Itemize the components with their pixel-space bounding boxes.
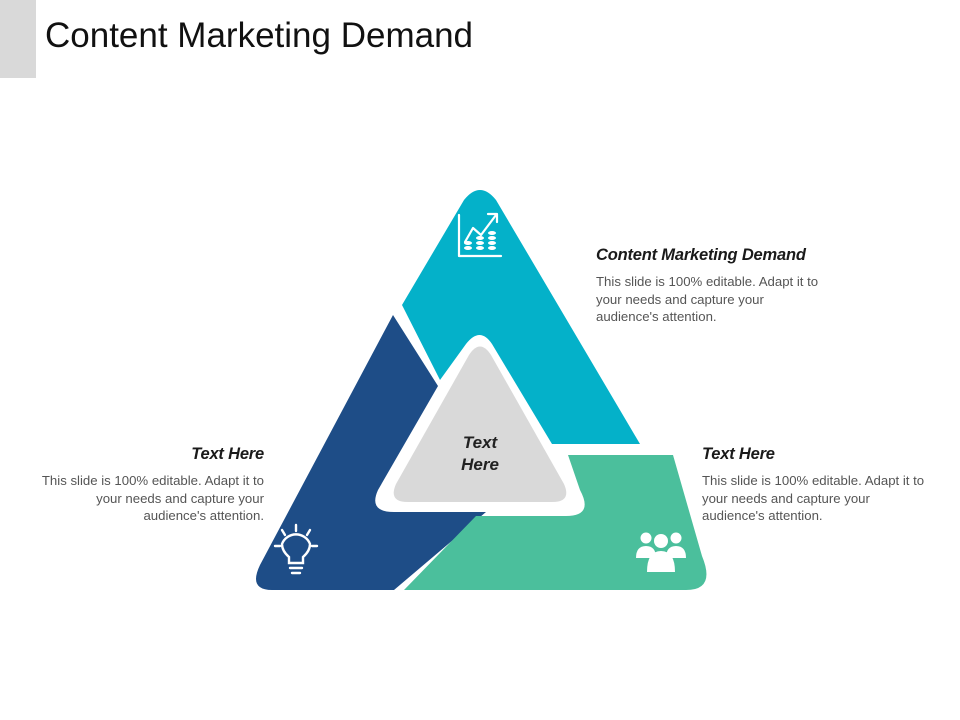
center-triangle bbox=[393, 346, 567, 502]
text-block-right: Text Here This slide is 100% editable. A… bbox=[702, 445, 930, 525]
text-block-left: Text Here This slide is 100% editable. A… bbox=[32, 445, 264, 525]
center-label: Text Here bbox=[430, 432, 530, 476]
center-label-line1: Text bbox=[462, 433, 498, 452]
segment-right bbox=[404, 455, 707, 590]
text-block-heading: Text Here bbox=[191, 445, 264, 463]
slide-title: Content Marketing Demand bbox=[45, 16, 473, 55]
segment-left bbox=[256, 315, 486, 590]
segment-top bbox=[402, 190, 640, 444]
growth-chart-coins-icon bbox=[457, 212, 503, 258]
text-block-heading: Text Here bbox=[702, 445, 775, 463]
text-block-body: This slide is 100% editable. Adapt it to… bbox=[596, 274, 819, 325]
team-people-icon bbox=[636, 532, 686, 572]
text-block-heading: Content Marketing Demand bbox=[596, 246, 806, 264]
lightbulb-icon bbox=[273, 523, 319, 575]
center-label-line2: Here bbox=[461, 455, 499, 474]
title-accent-bar bbox=[0, 0, 36, 78]
text-block-body: This slide is 100% editable. Adapt it to… bbox=[41, 473, 264, 524]
text-block-top: Content Marketing Demand This slide is 1… bbox=[596, 246, 826, 326]
text-block-body: This slide is 100% editable. Adapt it to… bbox=[702, 473, 925, 524]
